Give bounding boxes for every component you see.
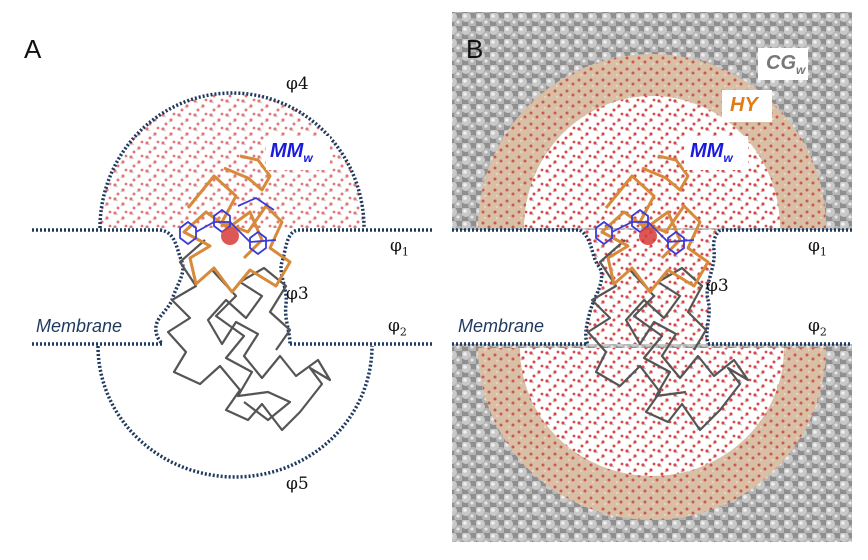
boundary-phi1-a bbox=[32, 228, 185, 345]
phi4-label: φ4 bbox=[286, 74, 309, 94]
phi2-label-b: φ2 bbox=[808, 316, 827, 338]
phi5-label: φ5 bbox=[286, 474, 309, 494]
phi2-label-b-sub: 2 bbox=[819, 325, 827, 339]
mm-water-bottom bbox=[520, 348, 784, 476]
mm-label-b: MMw bbox=[690, 140, 733, 165]
cg-label-box bbox=[758, 48, 808, 80]
mm-label-b-text: MM bbox=[690, 140, 724, 162]
mm-label-a-sub: w bbox=[303, 151, 313, 165]
phi1-label-a: φ1 bbox=[390, 236, 409, 258]
cg-label-sub: w bbox=[796, 63, 806, 77]
mm-label-b-sub: w bbox=[723, 151, 733, 165]
phi1-label-a-text: φ bbox=[390, 236, 402, 256]
panel-a-letter: A bbox=[24, 34, 42, 64]
phi1-label-a-sub: 1 bbox=[401, 245, 409, 259]
panel-b bbox=[452, 12, 852, 542]
panel-b-ligand bbox=[595, 208, 695, 256]
hy-label: HY bbox=[730, 94, 758, 116]
panel-a bbox=[32, 91, 432, 479]
cg-label-text: CG bbox=[766, 52, 796, 74]
panel-b-protein-coil bbox=[586, 239, 750, 432]
phi1-label-b-text: φ bbox=[808, 236, 820, 256]
panel-a-ligand bbox=[179, 196, 277, 256]
panel-a-upper-water bbox=[100, 93, 364, 228]
phi2-label-a-text: φ bbox=[388, 316, 400, 336]
panel-b-ligand-core bbox=[639, 227, 657, 245]
panel-a-ligand-core bbox=[221, 227, 239, 245]
mm-label-a: MMw bbox=[270, 140, 313, 165]
phi3-label-b: φ3 bbox=[706, 276, 729, 296]
cg-label: CGw bbox=[766, 52, 805, 77]
phi2-label-a-sub: 2 bbox=[399, 325, 407, 339]
membrane-label-a: Membrane bbox=[36, 316, 123, 336]
hy-label-box bbox=[722, 90, 772, 122]
phi3-label-a: φ3 bbox=[286, 284, 309, 304]
boundary-phi1-b bbox=[452, 228, 852, 345]
mm-label-box-b bbox=[684, 136, 748, 170]
panel-b-letter: B bbox=[466, 34, 484, 64]
panel-a-protein-coil bbox=[166, 239, 332, 432]
phi1-label-b-sub: 1 bbox=[819, 245, 827, 259]
mm-label-box-a bbox=[266, 136, 330, 170]
pore-b bbox=[580, 230, 720, 344]
mm-label-a-text: MM bbox=[270, 140, 304, 162]
boundary-phi4 bbox=[98, 91, 366, 229]
mm-water-top bbox=[524, 96, 780, 228]
phi2-label-b-text: φ bbox=[808, 316, 820, 336]
phi2-label-a: φ2 bbox=[388, 316, 407, 338]
membrane-label-b: Membrane bbox=[458, 316, 545, 336]
phi1-label-b: φ1 bbox=[808, 236, 827, 258]
boundary-phi5 bbox=[96, 345, 374, 479]
boundary-phi1-a-right bbox=[279, 228, 432, 345]
